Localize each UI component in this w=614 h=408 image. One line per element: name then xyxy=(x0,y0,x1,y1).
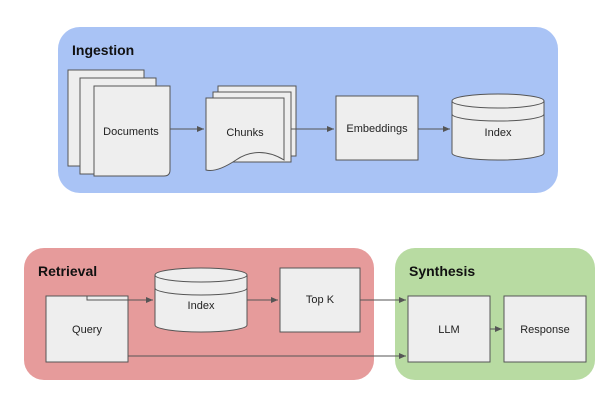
chunks-label: Chunks xyxy=(226,127,264,139)
synthesis-title: Synthesis xyxy=(409,263,475,279)
index-ingest-node: Index xyxy=(451,93,545,161)
index-retrieve-node: Index xyxy=(154,267,248,333)
query-node: Query xyxy=(45,295,129,363)
embeddings-label: Embeddings xyxy=(346,123,408,135)
response-node: Response xyxy=(503,295,587,363)
embeddings-node: Embeddings xyxy=(335,95,419,161)
response-label: Response xyxy=(520,324,570,336)
ingestion-title: Ingestion xyxy=(72,42,134,58)
topk-label: Top K xyxy=(306,294,335,306)
llm-node: LLM xyxy=(407,295,491,363)
topk-node: Top K xyxy=(279,267,361,333)
index-ingest-label: Index xyxy=(485,127,512,139)
edge-query-index xyxy=(86,296,153,303)
index-retrieve-label: Index xyxy=(188,300,215,312)
ingestion-group xyxy=(58,27,558,193)
retrieval-title: Retrieval xyxy=(38,263,97,279)
chunks-node: Chunks xyxy=(205,85,297,171)
query-label: Query xyxy=(72,324,102,336)
documents-node: Documents xyxy=(67,69,171,177)
documents-label: Documents xyxy=(103,126,159,138)
llm-label: LLM xyxy=(438,324,459,336)
